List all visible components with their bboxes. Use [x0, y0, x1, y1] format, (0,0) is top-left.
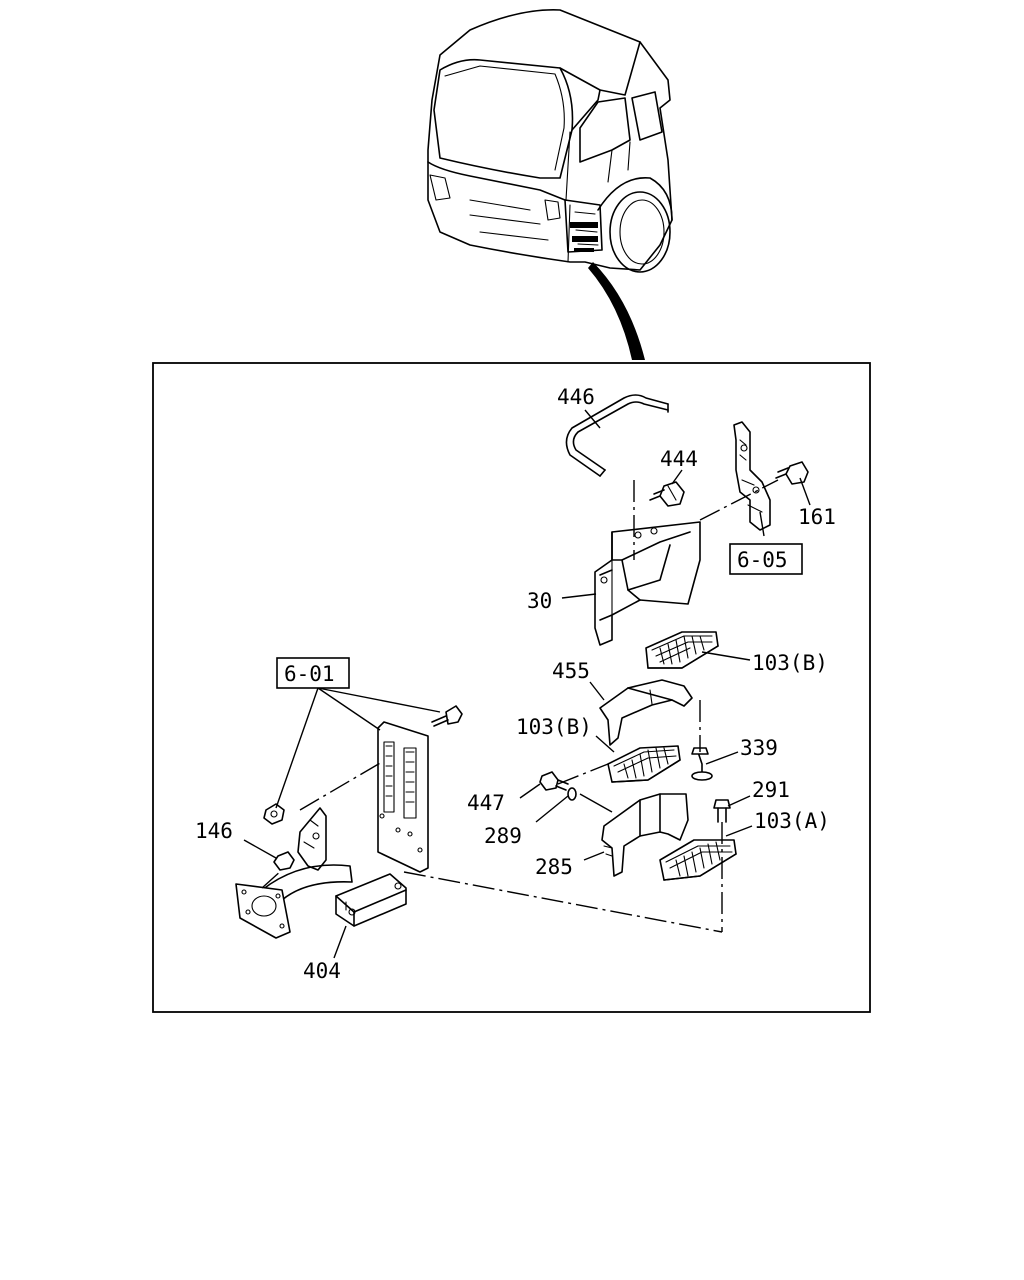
part-146-bolt [273, 851, 295, 871]
label-404: 404 [303, 959, 341, 983]
part-601-bolt [431, 705, 463, 727]
label-161: 161 [798, 505, 836, 529]
ref-box-6-01 [276, 657, 350, 689]
part-161-bolt [775, 461, 809, 485]
label-289: 289 [484, 824, 522, 848]
label-103b-top: 103(B) [752, 651, 828, 675]
part-bracket-605 [733, 421, 771, 531]
part-side-panel [377, 721, 429, 873]
part-103b-top-tread [645, 631, 719, 669]
label-146: 146 [195, 819, 233, 843]
part-339-pin [691, 747, 713, 781]
part-446-rod [565, 394, 669, 477]
part-601-nut [263, 803, 285, 825]
label-6-05: 6-05 [737, 548, 788, 572]
part-285-lower-bracket [601, 793, 689, 877]
label-339: 339 [740, 736, 778, 760]
part-103b-mid-tread [607, 745, 681, 783]
part-289-washer [567, 787, 577, 801]
part-404-step-box [335, 873, 407, 927]
ref-box-6-05 [729, 543, 803, 575]
detail-frame [152, 362, 871, 1013]
label-455: 455 [552, 659, 590, 683]
label-446: 446 [557, 385, 595, 409]
part-103a-lower-tread [659, 839, 737, 881]
label-6-01: 6-01 [284, 662, 335, 686]
part-mount-plate [235, 864, 353, 939]
label-285: 285 [535, 855, 573, 879]
assembly-lines [261, 479, 779, 933]
label-447: 447 [467, 791, 505, 815]
part-455-step-bracket [599, 679, 693, 746]
part-support-bracket [297, 807, 327, 871]
part-444-bolt [649, 481, 685, 507]
truck-cab-overview [427, 9, 673, 360]
leader-lines [243, 409, 811, 959]
label-103a: 103(A) [754, 809, 830, 833]
callout-labels: 446 444 161 6-05 30 103(B) 6-01 455 103(… [195, 385, 836, 983]
label-30: 30 [527, 589, 552, 613]
part-291-bolt [713, 799, 731, 823]
part-30-step-housing [594, 521, 701, 646]
label-103b-mid: 103(B) [516, 715, 592, 739]
label-291: 291 [752, 778, 790, 802]
label-444: 444 [660, 447, 698, 471]
